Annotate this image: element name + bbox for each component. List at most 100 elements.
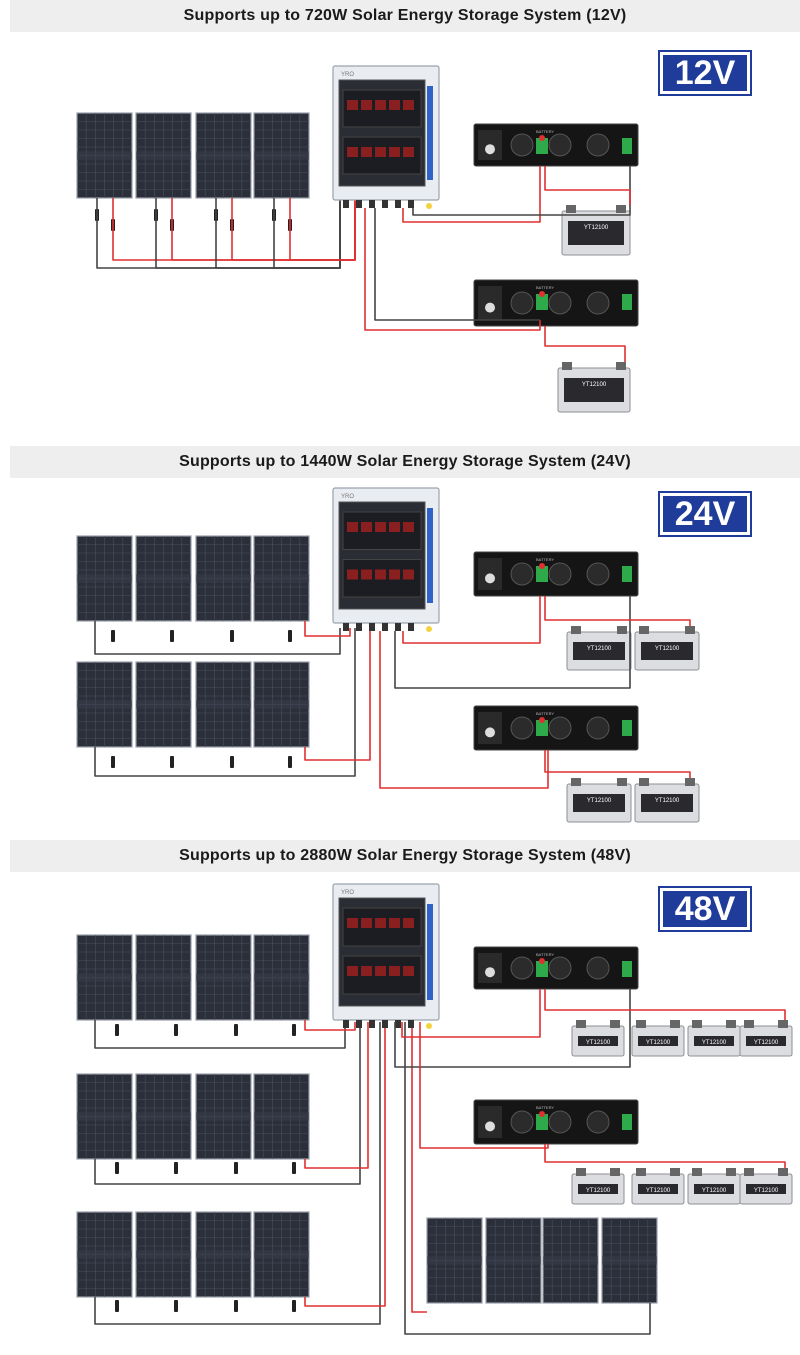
solar-panel-icon (253, 1073, 310, 1160)
solar-panel-icon (253, 1211, 310, 1298)
ground-icon (426, 1023, 432, 1029)
combiner-box-icon: YRO (332, 65, 440, 209)
inverter-icon: BATTERY (473, 946, 639, 990)
battery-model-label: YT12100 (586, 1040, 611, 1046)
wire (544, 1144, 786, 1168)
battery-icon: YT12100 (571, 1168, 625, 1205)
combiner-brand-label: YRO (341, 72, 354, 78)
wire (94, 1020, 346, 1049)
inverter-battery-label: BATTERY (536, 1105, 554, 1110)
wire (215, 198, 341, 269)
mc4-connector-icon (174, 1162, 178, 1174)
solar-panel-icon (253, 535, 310, 622)
battery-icon: YT12100 (631, 1168, 685, 1205)
wire (544, 989, 786, 1020)
mc4-connector-icon (292, 1162, 296, 1174)
battery-icon: YT12100 (634, 778, 700, 823)
solar-panel-icon (135, 934, 192, 1021)
wire (273, 198, 341, 269)
wire (544, 326, 626, 362)
voltage-badge-label: 24V (663, 496, 747, 532)
mc4-connector-icon (288, 756, 292, 768)
wire (544, 750, 691, 778)
mc4-connector-icon (111, 630, 115, 642)
voltage-badge-label: 12V (663, 55, 747, 91)
wire (411, 1022, 427, 1313)
wire (404, 1022, 651, 1335)
wire (94, 1022, 381, 1325)
solar-panel-icon (76, 934, 133, 1021)
ground-icon (426, 626, 432, 632)
inverter-battery-label: BATTERY (536, 557, 554, 562)
inverter-icon: BATTERY (473, 551, 639, 597)
solar-panel-icon (542, 1217, 599, 1304)
section-title-24v: Supports up to 1440W Solar Energy Storag… (10, 446, 800, 478)
solar-panel-icon (485, 1217, 542, 1304)
solar-panel-icon (195, 1211, 252, 1298)
mc4-connector-icon (234, 1300, 238, 1312)
battery-model-label: YT12100 (587, 646, 612, 652)
battery-model-label: YT12100 (754, 1188, 779, 1194)
voltage-badge-label: 48V (663, 891, 747, 927)
combiner-brand-label: YRO (341, 890, 354, 896)
wire (394, 989, 631, 1068)
ground-icon (426, 203, 432, 209)
mc4-connector-icon (174, 1024, 178, 1036)
battery-icon: YT12100 (687, 1020, 741, 1057)
solar-panel-icon (195, 934, 252, 1021)
solar-panel-icon (601, 1217, 658, 1304)
inverter-icon: BATTERY (473, 705, 639, 751)
inverter-icon: BATTERY (473, 279, 639, 327)
battery-icon: YT12100 (557, 362, 631, 413)
solar-panel-icon (253, 112, 310, 199)
wire (304, 1022, 386, 1307)
voltage-badge-12v: 12V (658, 50, 752, 96)
inverter-battery-label: BATTERY (536, 711, 554, 716)
solar-panel-icon (195, 535, 252, 622)
section-title-48v: Supports up to 2880W Solar Energy Storag… (10, 840, 800, 872)
solar-panel-icon (195, 661, 252, 748)
solar-panel-icon (195, 112, 252, 199)
battery-icon: YT12100 (634, 626, 700, 671)
wire (155, 198, 341, 269)
wire (304, 628, 371, 761)
solar-panel-icon (135, 1073, 192, 1160)
wire (374, 208, 540, 321)
mc4-connector-icon (115, 1300, 119, 1312)
solar-panel-icon (426, 1217, 483, 1304)
solar-panel-icon (135, 535, 192, 622)
battery-model-label: YT12100 (646, 1040, 671, 1046)
wire (304, 1020, 356, 1031)
wire (304, 1022, 369, 1169)
mc4-connector-icon (292, 1024, 296, 1036)
battery-icon: YT12100 (566, 626, 632, 671)
battery-model-label: YT12100 (587, 798, 612, 804)
wire (364, 208, 541, 331)
voltage-badge-48v: 48V (658, 886, 752, 932)
battery-model-label: YT12100 (655, 798, 680, 804)
battery-icon: YT12100 (739, 1168, 793, 1205)
wire (94, 621, 341, 655)
mc4-connector-icon (288, 630, 292, 642)
wire (171, 198, 356, 261)
mc4-connector-icon (174, 1300, 178, 1312)
mc4-connector-icon (115, 1162, 119, 1174)
wire (394, 596, 631, 689)
wire (544, 596, 691, 626)
wire (544, 166, 631, 205)
solar-panel-icon (135, 112, 192, 199)
solar-panel-icon (76, 1211, 133, 1298)
mc4-connector-icon (292, 1300, 296, 1312)
wire (94, 628, 356, 777)
solar-panel-icon (76, 661, 133, 748)
wire (304, 621, 351, 637)
battery-model-label: YT12100 (702, 1188, 727, 1194)
battery-model-label: YT12100 (655, 646, 680, 652)
solar-panel-icon (195, 1073, 252, 1160)
wire (402, 166, 541, 223)
wire (401, 989, 541, 1038)
combiner-box-icon: YRO (332, 487, 440, 632)
